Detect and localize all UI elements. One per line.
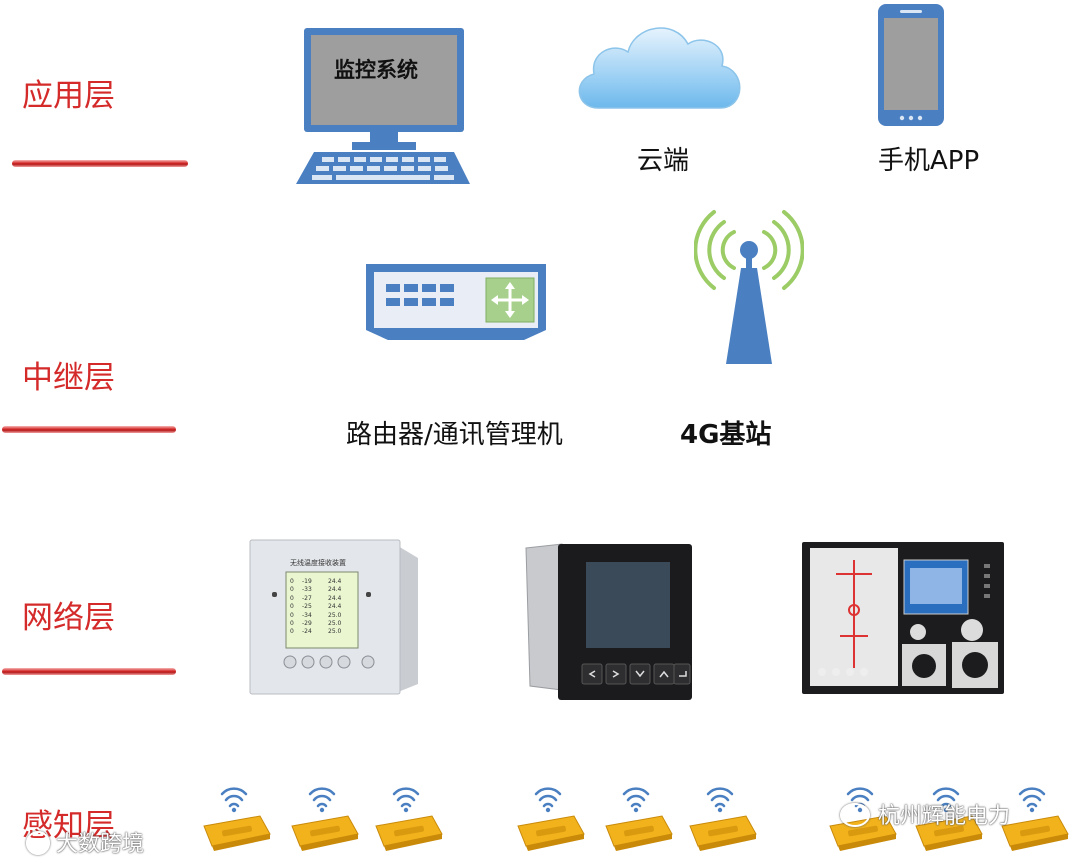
antenna-icon (694, 204, 804, 366)
monitor-screen-text: 监控系统 (334, 54, 418, 84)
cloud-icon (570, 16, 748, 116)
device1-title: 无线温度接收装置 (290, 558, 346, 568)
wifi-icon (310, 789, 334, 806)
sensor-icon (510, 782, 586, 852)
wifi-icon (222, 789, 246, 806)
phone-label: 手机APP (878, 140, 979, 177)
sensor-icon (284, 782, 360, 852)
router-label: 路由器/通讯管理机 (346, 414, 563, 451)
watermark-left: 大数跨境 (26, 826, 144, 858)
sensor-icon (682, 782, 758, 852)
layer-label-network: 网络层 (22, 592, 115, 637)
watermark-logo-icon (26, 831, 50, 855)
wifi-icon (708, 789, 732, 806)
sensor-icon (368, 782, 444, 852)
layer-label-relay: 中继层 (22, 352, 115, 397)
phone-icon (876, 2, 946, 128)
wifi-icon (624, 789, 648, 806)
watermark-right: 杭州辉能电力 (840, 798, 1010, 830)
power-meter-device (522, 540, 694, 700)
sensor-icon (598, 782, 674, 852)
cloud-label: 云端 (637, 140, 689, 177)
router-icon (364, 262, 548, 342)
wifi-icon (394, 789, 418, 806)
wifi-icon (1020, 789, 1044, 806)
switchgear-controller-device (800, 540, 1006, 696)
layer-label-application: 应用层 (22, 70, 115, 115)
watermark-logo-icon (840, 803, 870, 827)
base-station-label: 4G基站 (680, 414, 771, 451)
sensor-icon (196, 782, 272, 852)
layer-divider (2, 668, 176, 675)
computer-icon (292, 26, 474, 188)
layer-divider (2, 426, 176, 433)
layer-divider (12, 160, 188, 167)
wifi-icon (536, 789, 560, 806)
